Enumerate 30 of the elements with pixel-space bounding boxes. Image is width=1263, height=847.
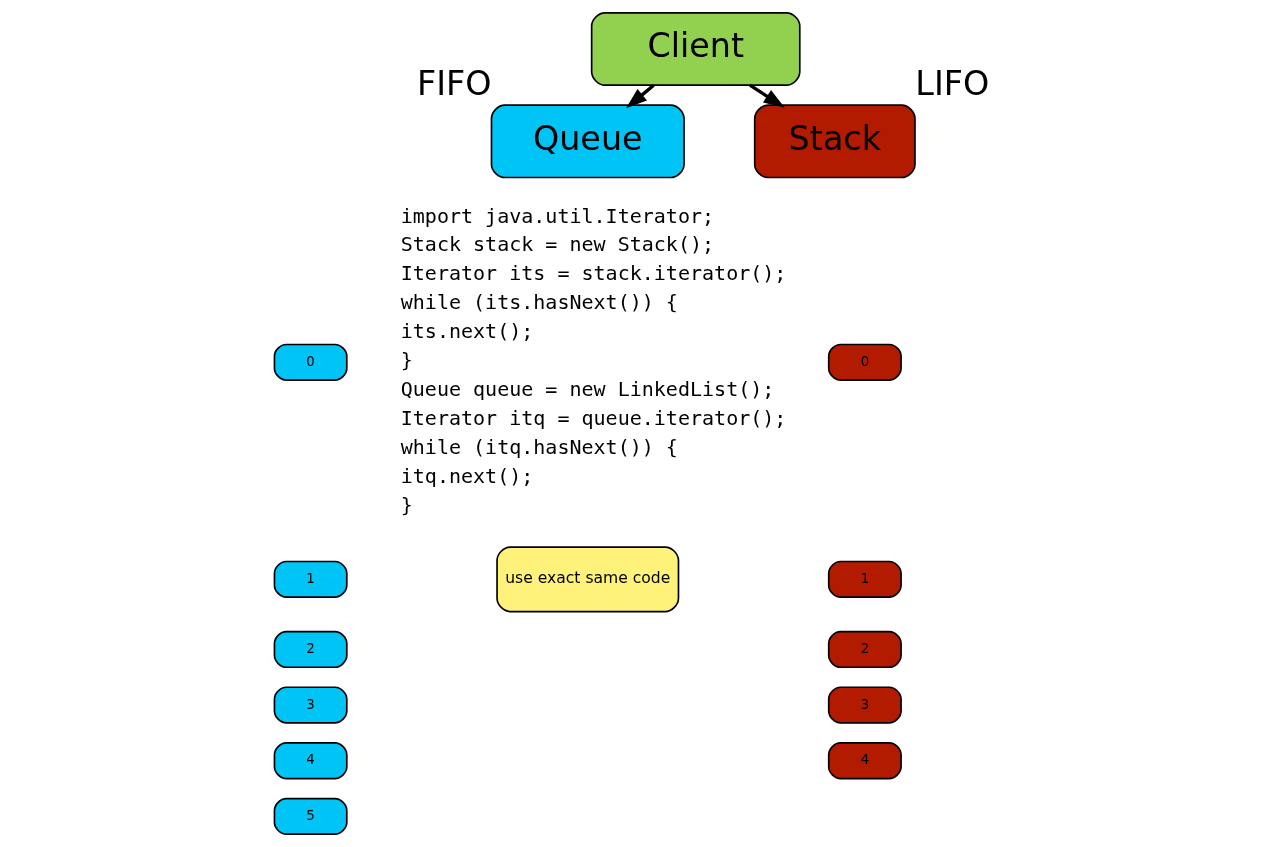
label: its.next(); xyxy=(400,319,533,344)
label: import java.util.Iterator; xyxy=(400,203,714,228)
node-box: use exact same code xyxy=(495,546,679,613)
label: Iterator its = stack.iterator(); xyxy=(400,261,786,286)
label: Queue queue = new LinkedList(); xyxy=(400,377,774,402)
node-box: 5 xyxy=(273,797,348,836)
label: Stack stack = new Stack(); xyxy=(400,232,714,257)
node-box: Queue xyxy=(490,104,685,179)
label: itq.next(); xyxy=(400,463,533,488)
label: } xyxy=(400,492,413,517)
label: while (its.hasNext()) { xyxy=(400,290,678,315)
node-label: LIFO xyxy=(914,64,989,104)
node-box: Stack xyxy=(753,104,916,179)
node-box: 0 xyxy=(273,343,348,381)
node-box: 1 xyxy=(827,560,902,598)
node-box: 3 xyxy=(827,686,902,724)
node-box: 4 xyxy=(273,742,348,780)
node-box: 2 xyxy=(273,630,348,669)
arrow xyxy=(748,83,785,108)
label: while (itq.hasNext()) { xyxy=(400,435,678,459)
node-label: FIFO xyxy=(416,64,491,104)
node-box: Client xyxy=(590,11,801,86)
label: Iterator itq = queue.iterator(); xyxy=(400,406,786,431)
node-box: 0 xyxy=(827,343,902,381)
node-box: 4 xyxy=(827,742,902,780)
node-box: 3 xyxy=(273,686,348,724)
label: } xyxy=(400,348,413,373)
arrow xyxy=(625,83,655,109)
node-box: 2 xyxy=(827,630,902,669)
node-box: 1 xyxy=(273,560,348,598)
